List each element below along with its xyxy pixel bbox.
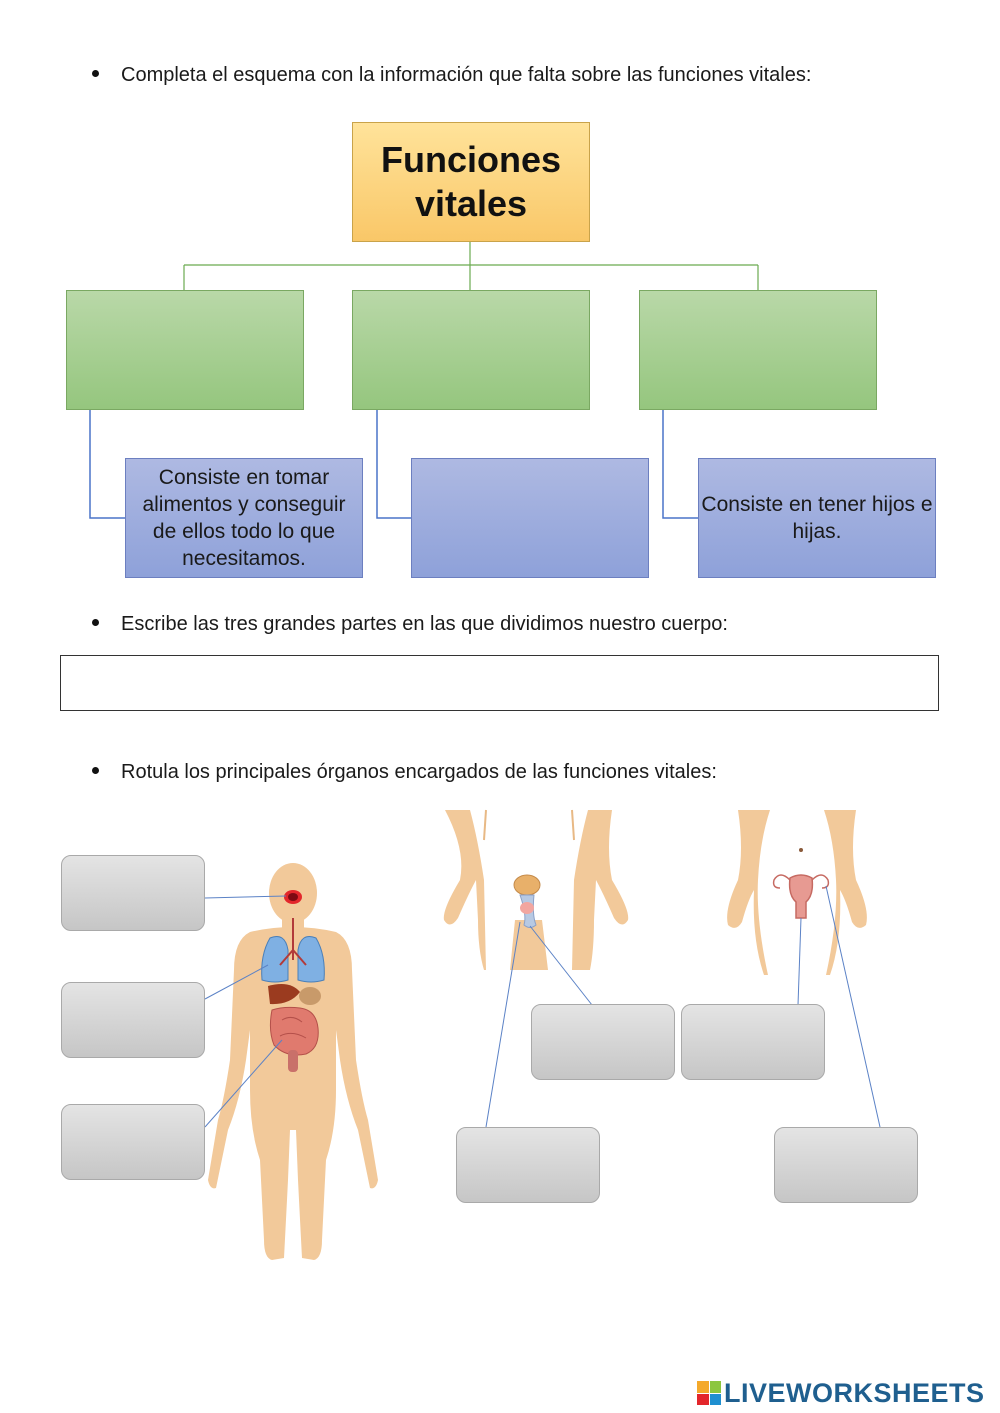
- stomach-icon: [299, 987, 321, 1005]
- organ-label-field-male-1[interactable]: [531, 1004, 675, 1080]
- connector-desc-2: [376, 409, 411, 519]
- logo-mark-icon: [697, 1381, 721, 1405]
- scheme-connectors: [89, 241, 759, 519]
- scheme-title-line2: vitales: [414, 183, 528, 224]
- instruction-1-text: Completa el esquema con la información q…: [121, 64, 812, 86]
- male-reproductive-illustration: [443, 809, 629, 970]
- description-1-text: Consiste en tomar alimentos y conseguir …: [142, 466, 346, 570]
- liver-icon: [268, 984, 300, 1005]
- instruction-3: Rotula los principales órganos encargado…: [92, 761, 717, 784]
- body-parts-answer-field[interactable]: [60, 655, 939, 711]
- scheme-title-box: Funciones vitales: [352, 122, 590, 242]
- instruction-3-text: Rotula los principales órganos encargado…: [121, 761, 717, 783]
- function-answer-box-3[interactable]: [639, 290, 877, 410]
- instruction-1: Completa el esquema con la información q…: [92, 64, 811, 87]
- instruction-2-text: Escribe las tres grandes partes en las q…: [121, 613, 728, 635]
- left-lung-icon: [261, 936, 289, 983]
- right-lung-icon: [297, 936, 325, 983]
- organ-label-field-female-2[interactable]: [774, 1127, 918, 1203]
- bullet-icon: [92, 70, 99, 78]
- description-box-3: Consiste en tener hijos e hijas.: [698, 458, 936, 578]
- organ-label-field-female-1[interactable]: [681, 1004, 825, 1080]
- organ-illustrations: [204, 809, 881, 1260]
- intestines-icon: [269, 1006, 319, 1056]
- bullet-icon: [92, 619, 99, 627]
- organ-label-field-brain[interactable]: [61, 855, 205, 931]
- liveworksheets-logo: LIVEWORKSHEETS: [697, 1376, 985, 1410]
- organ-label-field-digestive[interactable]: [61, 1104, 205, 1180]
- human-body-organs-illustration: [208, 863, 378, 1260]
- scheme-title-line1: Funciones: [380, 139, 562, 180]
- connector-desc-3: [662, 409, 698, 519]
- function-answer-box-1[interactable]: [66, 290, 304, 410]
- bladder-icon: [513, 874, 541, 896]
- description-3-text: Consiste en tener hijos e hijas.: [701, 493, 933, 543]
- label-leader-lines: [204, 885, 881, 1128]
- organ-label-field-lungs[interactable]: [61, 982, 205, 1058]
- connector-desc-1: [89, 409, 125, 519]
- organ-label-field-male-2[interactable]: [456, 1127, 600, 1203]
- female-reproductive-illustration: [727, 810, 867, 975]
- function-answer-box-2[interactable]: [352, 290, 590, 410]
- description-box-1: Consiste en tomar alimentos y conseguir …: [125, 458, 363, 578]
- uterus-icon: [772, 874, 830, 919]
- logo-text: LIVEWORKSHEETS: [724, 1377, 985, 1408]
- instruction-2: Escribe las tres grandes partes en las q…: [92, 613, 728, 636]
- description-answer-box-2[interactable]: [411, 458, 649, 578]
- bullet-icon: [92, 767, 99, 775]
